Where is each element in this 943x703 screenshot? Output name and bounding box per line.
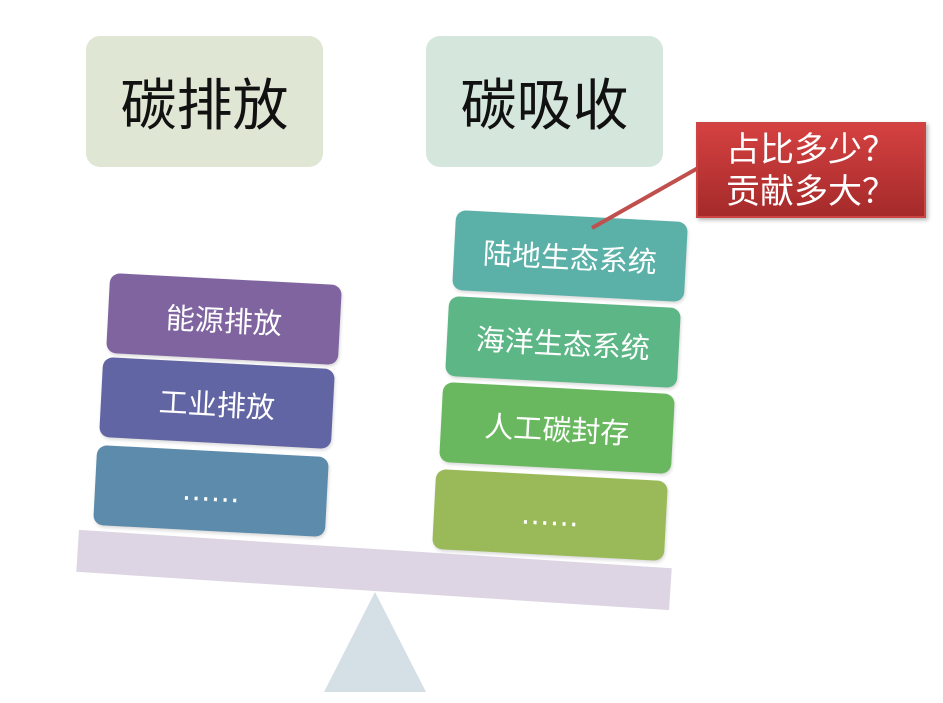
emission-header: 碳排放 — [86, 36, 323, 167]
absorption-header: 碳吸收 — [426, 36, 663, 167]
callout-line-2: 贡献多大？ — [726, 172, 896, 212]
callout-box: 占比多少？ 贡献多大？ — [696, 122, 926, 218]
balance-fulcrum — [324, 592, 426, 692]
callout-line-1: 占比多少？ — [726, 130, 896, 170]
